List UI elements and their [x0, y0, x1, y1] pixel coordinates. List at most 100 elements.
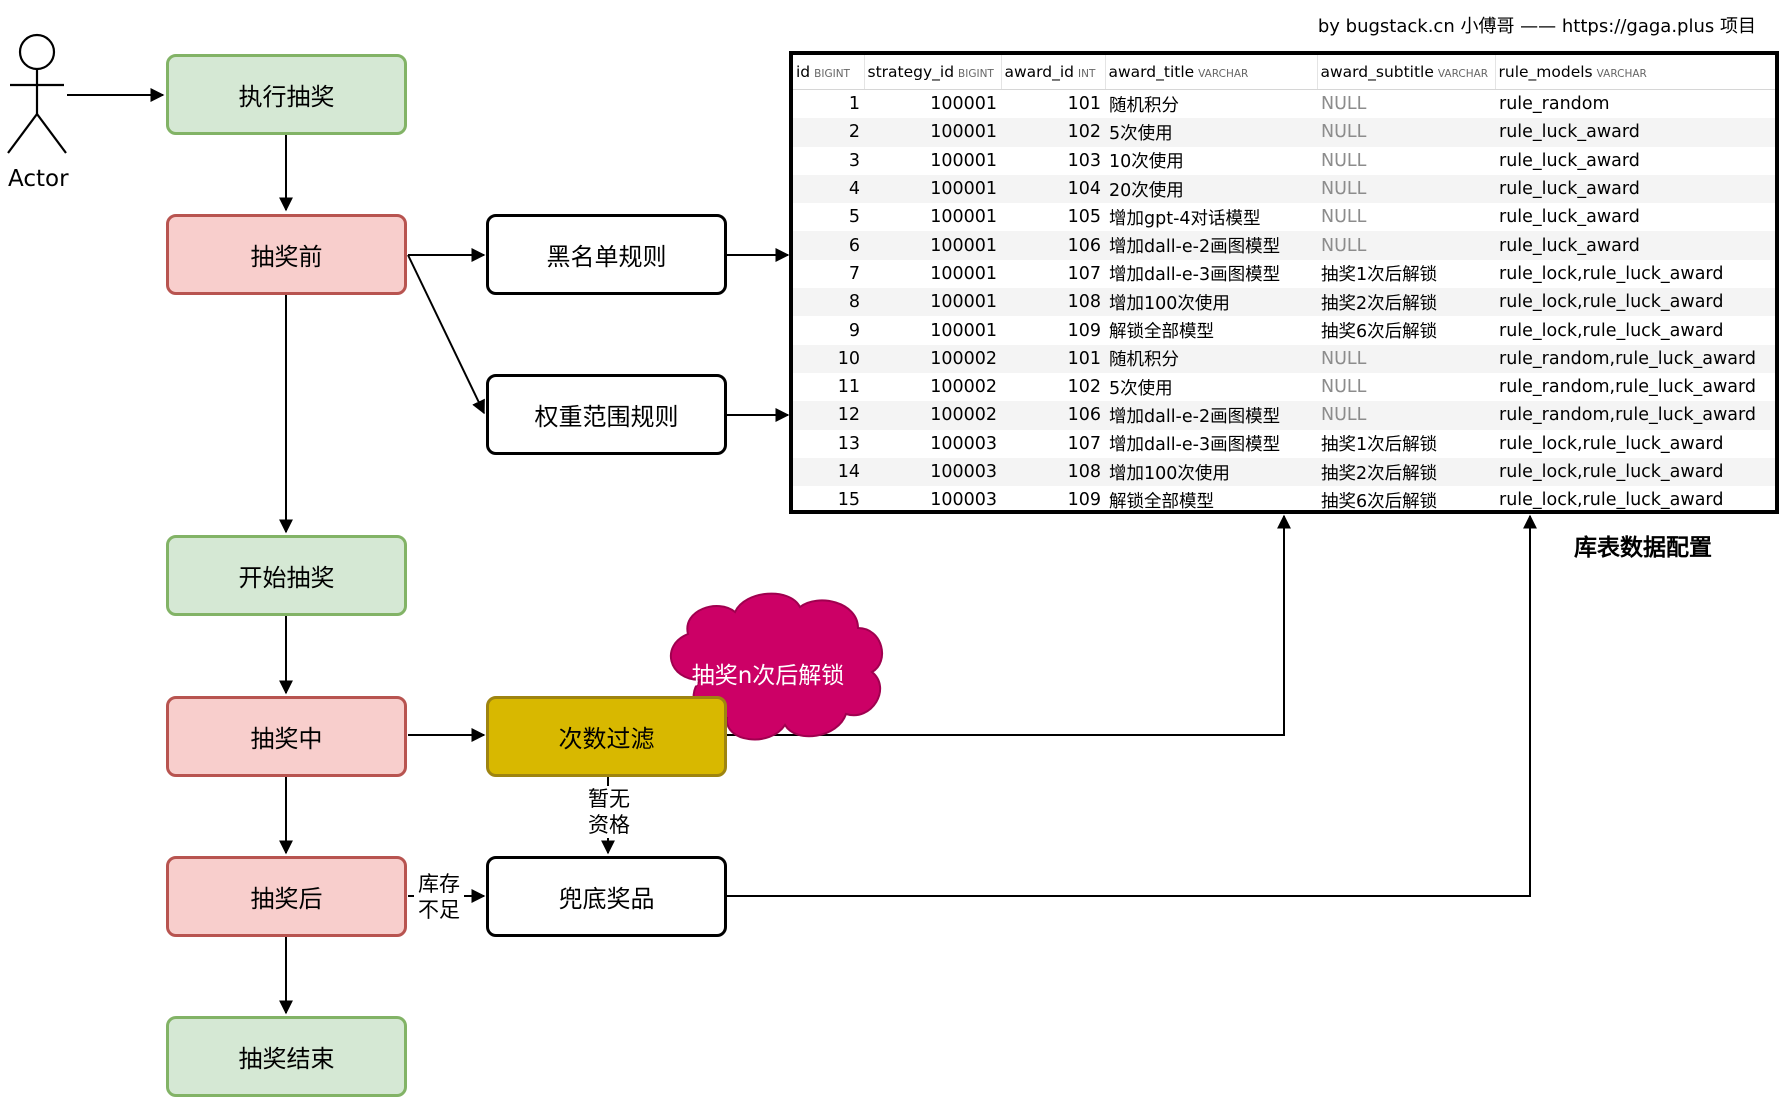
- table-cell-award-id: 105: [1067, 207, 1101, 228]
- table-cell-award-subtitle: NULL: [1321, 207, 1367, 228]
- node-execute-draw[interactable]: 执行抽奖: [166, 54, 407, 135]
- node-before-draw[interactable]: 抽奖前: [166, 214, 407, 295]
- table-cell-id: 5: [848, 207, 860, 228]
- node-during-draw[interactable]: 抽奖中: [166, 696, 407, 777]
- node-after-draw[interactable]: 抽奖后: [166, 856, 407, 937]
- table-cell-award-id: 101: [1001, 344, 1105, 373]
- node-count-filter[interactable]: 次数过滤: [486, 696, 727, 777]
- table-cell-award-title: 增加100次使用: [1105, 288, 1317, 317]
- table-cell-award-subtitle: NULL: [1317, 401, 1495, 430]
- table-cell-id: 13: [837, 433, 860, 454]
- table-cell-award-title: 增加100次使用: [1105, 457, 1317, 487]
- column-name: rule_models: [1498, 63, 1593, 81]
- table-cell-award-id: 103: [1067, 150, 1101, 171]
- table-cell-award-subtitle: 抽奖1次后解锁: [1321, 265, 1438, 286]
- table-cell-award-title: 增加dall-e-2画图模型: [1105, 401, 1317, 430]
- table-cell-award-title: 解锁全部模型: [1109, 491, 1214, 512]
- table-cell-award-id: 101: [1067, 94, 1101, 115]
- table-cell-award-subtitle: NULL: [1321, 150, 1367, 171]
- table-cell-award-id: 109: [1067, 490, 1101, 511]
- cloud-label: 抽奖n次后解锁: [691, 663, 845, 689]
- table-cell-id: 14: [793, 457, 864, 487]
- table-cell-strategy-id: 100002: [864, 344, 1001, 373]
- table-cell-rule-models: rule_lock,rule_luck_award: [1499, 263, 1724, 284]
- table-cell-rule-models: rule_luck_award: [1495, 118, 1775, 147]
- node-start-draw[interactable]: 开始抽奖: [166, 535, 407, 616]
- edge-label-line: 库存: [418, 872, 460, 896]
- node-end-draw[interactable]: 抽奖结束: [166, 1016, 407, 1097]
- table-cell-rule-models: rule_random,rule_luck_award: [1495, 401, 1775, 430]
- table-cell-rule-models: rule_lock,rule_luck_award: [1499, 490, 1724, 511]
- table-cell-award-title: 增加dall-e-3画图模型: [1109, 435, 1281, 456]
- table-cell-strategy-id: 100003: [864, 457, 1001, 487]
- table-cell-award-id: 102: [1001, 118, 1105, 147]
- table-cell-award-subtitle: NULL: [1321, 377, 1367, 398]
- node-blacklist-rule[interactable]: 黑名单规则: [486, 214, 727, 295]
- column-name: award_subtitle: [1320, 63, 1434, 81]
- table-cell-award-subtitle: 抽奖6次后解锁: [1321, 322, 1438, 343]
- table-cell-id: 8: [793, 288, 864, 317]
- table-cell-rule-models: rule_luck_award: [1495, 174, 1775, 204]
- table-cell-award-title: 随机积分: [1109, 95, 1179, 116]
- table-cell-award-id: 107: [1067, 433, 1101, 454]
- table-cell-strategy-id: 100001: [864, 118, 1001, 147]
- table-cell-rule-models: rule_random,rule_luck_award: [1495, 344, 1775, 373]
- column-type: VARCHAR: [1198, 68, 1249, 80]
- table-cell-strategy-id: 100001: [930, 320, 997, 341]
- table-cell-award-title: 10次使用: [1109, 152, 1184, 173]
- actor-icon: [7, 33, 67, 154]
- table-cell-award-id: 108: [1001, 288, 1105, 317]
- table-cell-id: 2: [793, 118, 864, 147]
- column-type: BIGINT: [958, 68, 994, 80]
- table-cell-award-title: 增加gpt-4对话模型: [1109, 208, 1261, 229]
- node-fallback-prize[interactable]: 兜底奖品: [486, 856, 727, 937]
- table-cell-id: 12: [793, 401, 864, 430]
- table-cell-award-id: 106: [1001, 401, 1105, 430]
- table-cell-award-id: 108: [1001, 457, 1105, 487]
- table-cell-id: 3: [848, 150, 860, 171]
- table-cell-id: 1: [848, 94, 860, 115]
- table-cell-award-id: 107: [1067, 263, 1101, 284]
- table-cell-rule-models: rule_lock,rule_luck_award: [1495, 457, 1775, 487]
- credit-text: by bugstack.cn 小傅哥 —— https://gaga.plus …: [1317, 16, 1756, 37]
- node-weight-range-rule[interactable]: 权重范围规则: [486, 374, 727, 455]
- table-cell-rule-models: rule_lock,rule_luck_award: [1499, 433, 1724, 454]
- table-cell-rule-models: rule_random: [1499, 94, 1610, 115]
- table-cell-strategy-id: 100001: [930, 94, 997, 115]
- table-cell-award-id: 102: [1067, 377, 1101, 398]
- table-cell-award-id: 104: [1001, 174, 1105, 204]
- table-cell-rule-models: rule_random,rule_luck_award: [1499, 377, 1756, 398]
- table-cell-strategy-id: 100001: [864, 174, 1001, 204]
- table-cell-award-title: 5次使用: [1105, 118, 1317, 147]
- table-cell-award-title: 随机积分: [1105, 344, 1317, 373]
- edge-label-no-qualification: 暂无 资格: [584, 786, 634, 838]
- table-cell-id: 7: [848, 263, 860, 284]
- table-cell-award-subtitle: 抽奖1次后解锁: [1321, 435, 1438, 456]
- table-cell-award-subtitle: 抽奖2次后解锁: [1317, 288, 1495, 317]
- edge-label-line: 不足: [418, 898, 460, 922]
- table-cell-award-title: 增加dall-e-2画图模型: [1105, 231, 1317, 260]
